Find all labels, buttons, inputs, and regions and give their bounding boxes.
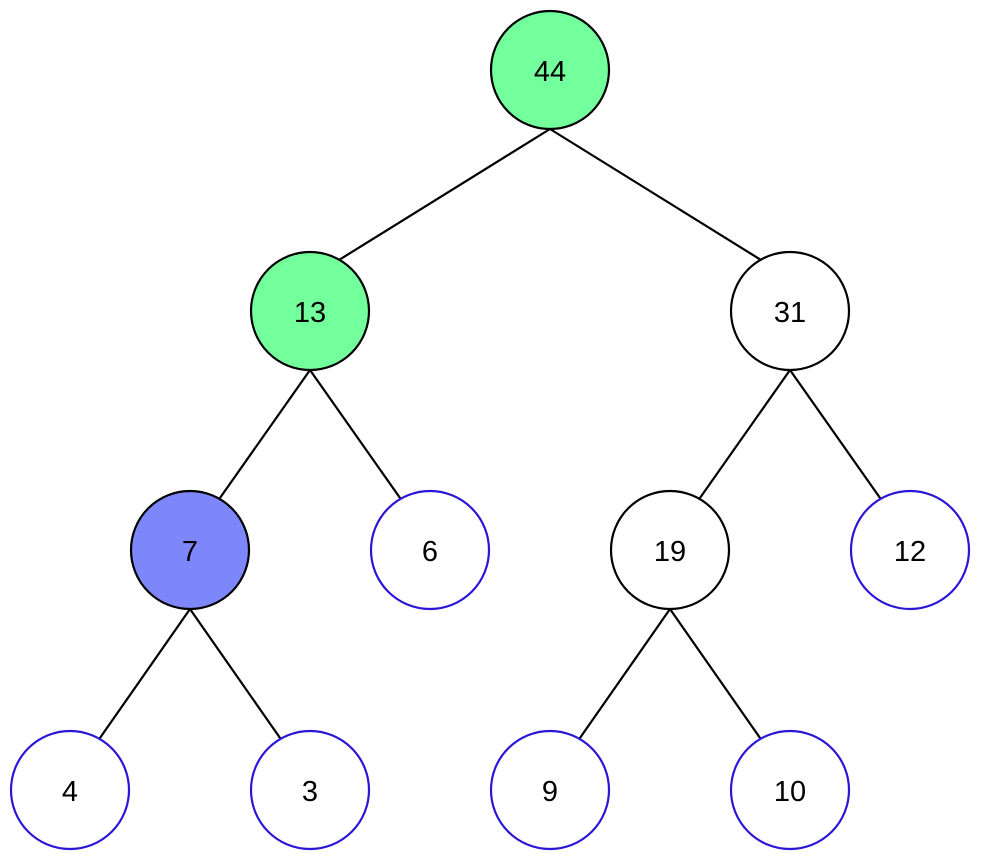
node-circle xyxy=(129,489,251,611)
tree-node-7: 7 xyxy=(129,489,251,611)
node-circle xyxy=(9,729,131,851)
edge-31-19 xyxy=(698,369,791,500)
tree-nodes: 44 13 31 7 6 19 12 4 3 9 10 xyxy=(9,9,971,851)
tree-edges xyxy=(98,128,882,740)
node-label: 44 xyxy=(534,56,566,88)
node-label: 6 xyxy=(422,536,438,568)
node-circle xyxy=(729,729,851,851)
node-circle xyxy=(849,489,971,611)
tree-node-19: 19 xyxy=(609,489,731,611)
tree-node-13: 13 xyxy=(249,250,371,372)
tree-node-31: 31 xyxy=(729,250,851,372)
edge-7-4 xyxy=(98,608,191,740)
tree-node-4: 4 xyxy=(9,729,131,851)
edge-19-10 xyxy=(669,608,762,740)
tree-node-3: 3 xyxy=(249,729,371,851)
tree-node-10: 10 xyxy=(729,729,851,851)
node-label: 4 xyxy=(62,776,78,808)
edge-19-9 xyxy=(578,608,671,740)
tree-node-44: 44 xyxy=(489,9,611,131)
node-circle xyxy=(729,250,851,372)
edge-31-12 xyxy=(789,369,882,500)
node-label: 9 xyxy=(542,776,558,808)
node-label: 31 xyxy=(774,297,806,329)
edge-7-3 xyxy=(189,608,282,740)
edge-13-7 xyxy=(218,369,311,500)
edge-44-13 xyxy=(338,128,551,261)
node-label: 19 xyxy=(654,536,686,568)
node-label: 7 xyxy=(182,536,198,568)
edge-13-6 xyxy=(309,369,402,500)
node-circle xyxy=(489,9,611,131)
node-label: 12 xyxy=(894,536,926,568)
node-circle xyxy=(489,729,611,851)
node-label: 13 xyxy=(294,297,326,329)
node-circle xyxy=(609,489,731,611)
node-label: 3 xyxy=(302,776,318,808)
node-label: 10 xyxy=(774,776,806,808)
tree-node-6: 6 xyxy=(369,489,491,611)
tree-node-9: 9 xyxy=(489,729,611,851)
edge-44-31 xyxy=(549,128,762,261)
tree-node-12: 12 xyxy=(849,489,971,611)
node-circle xyxy=(249,250,371,372)
node-circle xyxy=(249,729,371,851)
node-circle xyxy=(369,489,491,611)
